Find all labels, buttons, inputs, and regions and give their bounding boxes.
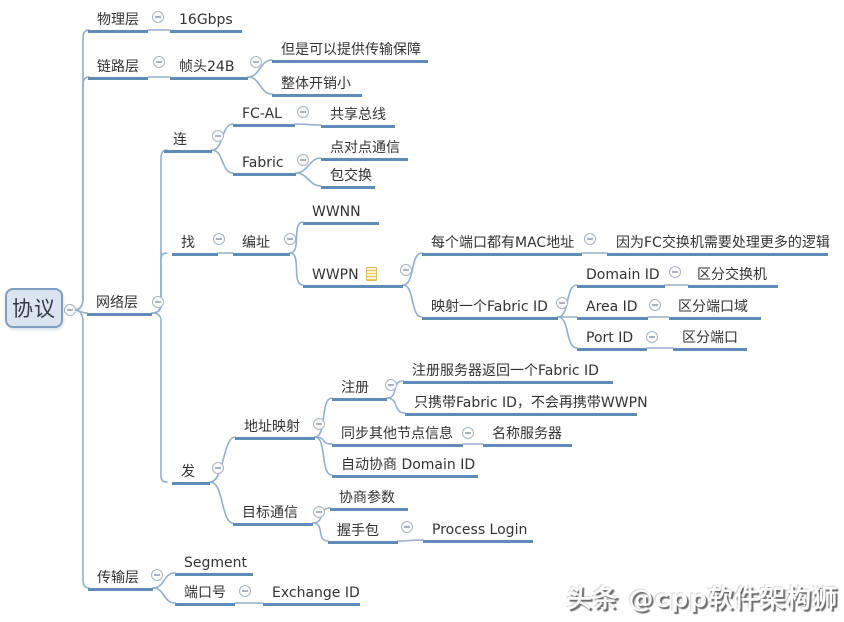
- node-low-overhead[interactable]: 整体开销小: [272, 75, 362, 97]
- node-address-mapping[interactable]: 地址映射: [235, 418, 315, 440]
- node-fabric[interactable]: Fabric: [233, 154, 296, 176]
- node-negotiate-params[interactable]: 协商参数: [330, 489, 408, 511]
- root-label: 协议: [12, 297, 56, 321]
- node-port-desc[interactable]: 区分端口: [673, 329, 747, 351]
- node-exchange-id[interactable]: Exchange ID: [263, 584, 360, 606]
- node-register-return[interactable]: 注册服务器返回一个Fabric ID: [403, 362, 613, 384]
- node-addressing[interactable]: 编址: [233, 234, 290, 256]
- node-area-id[interactable]: Area ID: [577, 298, 648, 320]
- node-network-layer[interactable]: 网络层: [87, 294, 152, 316]
- collapse-icon-frame-header[interactable]: [250, 56, 262, 68]
- collapse-icon-fc-al[interactable]: [297, 106, 309, 118]
- node-name-server[interactable]: 名称服务器: [483, 425, 572, 447]
- node-packet-switching[interactable]: 包交换: [321, 167, 375, 189]
- watermark-text: 头条 @cpp软件架构狮: [566, 584, 838, 613]
- collapse-icon-link-layer[interactable]: [153, 56, 165, 68]
- node-frame-header-24b[interactable]: 帧头24B: [170, 58, 248, 80]
- collapse-icon-send[interactable]: [212, 462, 224, 474]
- root-node-protocol[interactable]: 协议: [5, 288, 63, 328]
- collapse-icon-sync-node-info[interactable]: [462, 427, 474, 439]
- node-shared-bus[interactable]: 共享总线: [321, 106, 395, 128]
- collapse-icon-map-fabric-id[interactable]: [556, 297, 568, 309]
- node-process-login[interactable]: Process Login: [423, 521, 533, 543]
- note-icon[interactable]: [365, 267, 377, 281]
- node-link-layer[interactable]: 链路层: [88, 58, 148, 80]
- node-map-fabric-id[interactable]: 映射一个Fabric ID: [422, 298, 558, 320]
- node-transmission-guarantee[interactable]: 但是可以提供传输保障: [272, 41, 428, 63]
- node-find[interactable]: 找: [172, 234, 218, 256]
- collapse-icon-handshake[interactable]: [401, 521, 413, 533]
- node-send[interactable]: 发: [172, 463, 210, 485]
- collapse-icon-mac-address[interactable]: [584, 233, 596, 245]
- collapse-icon-find[interactable]: [213, 233, 225, 245]
- collapse-icon-domain-id[interactable]: [669, 266, 681, 278]
- node-domain-id[interactable]: Domain ID: [577, 266, 665, 288]
- collapse-icon-network-layer[interactable]: [152, 296, 164, 308]
- collapse-icon-root[interactable]: [64, 304, 76, 316]
- node-domain-desc[interactable]: 区分交换机: [688, 266, 778, 288]
- collapse-icon-port-number[interactable]: [239, 585, 251, 597]
- node-connect[interactable]: 连: [164, 131, 212, 153]
- node-carry-fabric-id[interactable]: 只携带Fabric ID，不会再携带WWPN: [405, 394, 648, 416]
- node-segment[interactable]: Segment: [175, 554, 253, 576]
- collapse-icon-port-id[interactable]: [646, 331, 658, 343]
- node-fc-switch-logic[interactable]: 因为FC交换机需要处理更多的逻辑: [607, 234, 830, 256]
- collapse-icon-wwpn[interactable]: [400, 264, 412, 276]
- node-mac-address[interactable]: 每个端口都有MAC地址: [422, 234, 582, 256]
- node-auto-negotiate-domain-id[interactable]: 自动协商 Domain ID: [332, 456, 478, 478]
- node-transport-layer[interactable]: 传输层: [88, 569, 153, 591]
- node-wwnn[interactable]: WWNN: [303, 203, 379, 225]
- node-p2p-communication[interactable]: 点对点通信: [321, 139, 408, 161]
- collapse-icon-fabric[interactable]: [297, 154, 309, 166]
- node-area-desc[interactable]: 区分端口域: [669, 298, 761, 320]
- collapse-icon-register[interactable]: [385, 379, 397, 391]
- collapse-icon-target-communication[interactable]: [313, 506, 325, 518]
- node-16gbps[interactable]: 16Gbps: [170, 11, 242, 33]
- collapse-icon-transport-layer[interactable]: [151, 569, 163, 581]
- collapse-icon-physical-layer[interactable]: [152, 11, 164, 23]
- node-target-communication[interactable]: 目标通信: [233, 504, 313, 526]
- collapse-icon-connect[interactable]: [212, 130, 224, 142]
- collapse-icon-address-mapping[interactable]: [313, 418, 325, 430]
- collapse-icon-area-id[interactable]: [649, 299, 661, 311]
- node-physical-layer[interactable]: 物理层: [88, 11, 148, 33]
- node-handshake-packet[interactable]: 握手包: [328, 522, 398, 544]
- node-fc-al[interactable]: FC-AL: [233, 105, 295, 127]
- node-register[interactable]: 注册: [332, 379, 387, 401]
- node-port-id[interactable]: Port ID: [577, 329, 647, 351]
- node-port-number[interactable]: 端口号: [175, 584, 235, 606]
- collapse-icon-addressing[interactable]: [284, 233, 296, 245]
- node-wwpn[interactable]: WWPN: [303, 266, 403, 288]
- node-sync-node-info[interactable]: 同步其他节点信息: [332, 425, 463, 447]
